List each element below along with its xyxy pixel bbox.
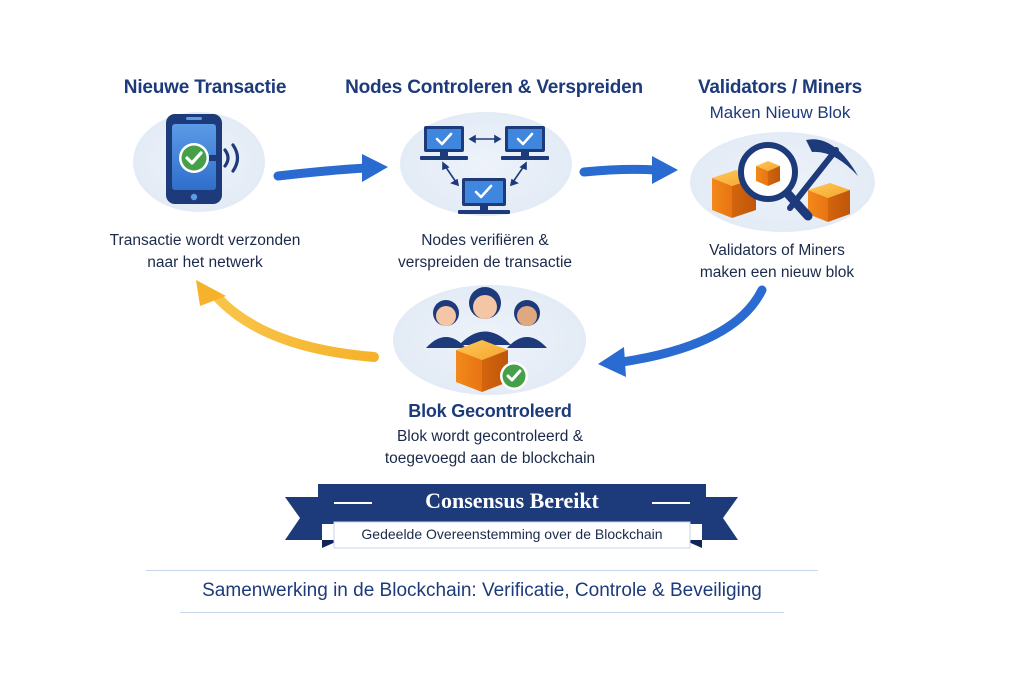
- arrow-nodes-to-miners: [579, 156, 678, 184]
- consensus-banner: [285, 484, 738, 549]
- footer-caption: Samenwerking in de Blockchain: Verificat…: [202, 580, 762, 601]
- description-line: verspreiden de transactie: [397, 254, 573, 271]
- step-block-description: Blok wordt gecontroleerd & toegevoegd aa…: [355, 426, 625, 470]
- monitor-icon: [420, 126, 468, 160]
- block-icon: [456, 340, 508, 392]
- description-line: Validators of Miners: [709, 242, 845, 259]
- footer-divider-top: [146, 570, 818, 571]
- check-icon: [179, 143, 219, 173]
- description-line: naar het netwerk: [147, 254, 263, 271]
- description-line: Transactie wordt verzonden: [109, 232, 301, 249]
- banner-title: Consensus Bereikt: [425, 488, 599, 513]
- banner-subtitle: Gedeelde Overeenstemming over de Blockch…: [361, 526, 663, 542]
- arrow-miners-to-block: [598, 285, 767, 377]
- step-transaction-title: Nieuwe Transactie: [123, 77, 287, 98]
- step-miners-subtitle: Maken Nieuw Blok: [709, 103, 851, 122]
- person-icon: [507, 300, 547, 348]
- step-nodes-title: Nodes Controleren & Verspreiden: [345, 77, 643, 98]
- step-miners-description: Validators of Miners maken een nieuw blo…: [652, 240, 902, 284]
- magnifier-icon: [738, 142, 813, 221]
- network-nodes-icon: [420, 126, 549, 214]
- check-icon: [500, 362, 528, 390]
- monitor-icon: [501, 126, 549, 160]
- description-line: maken een nieuw blok: [699, 264, 855, 281]
- step-transaction-description: Transactie wordt verzonden naar het netw…: [80, 230, 330, 274]
- arrow-block-to-transaction: [196, 280, 379, 362]
- arrow-transaction-to-nodes: [273, 154, 388, 182]
- step-block-title: Blok Gecontroleerd: [408, 401, 572, 421]
- step-nodes-description: Nodes verifiëren & verspreiden de transa…: [360, 230, 610, 274]
- monitor-icon: [458, 178, 510, 214]
- signal-waves-icon: [223, 143, 240, 173]
- block-icon: [808, 183, 850, 222]
- step-miners-title: Validators / Miners: [697, 77, 863, 98]
- description-line: Blok wordt gecontroleerd &: [396, 428, 584, 445]
- person-icon: [426, 300, 466, 348]
- description-line: Nodes verifiëren &: [421, 232, 549, 249]
- verified-block-icon: [426, 287, 547, 392]
- description-line: toegevoegd aan de blockchain: [384, 450, 596, 467]
- person-icon: [459, 287, 511, 345]
- footer-divider-bottom: [180, 612, 784, 613]
- mining-icon: [712, 139, 858, 222]
